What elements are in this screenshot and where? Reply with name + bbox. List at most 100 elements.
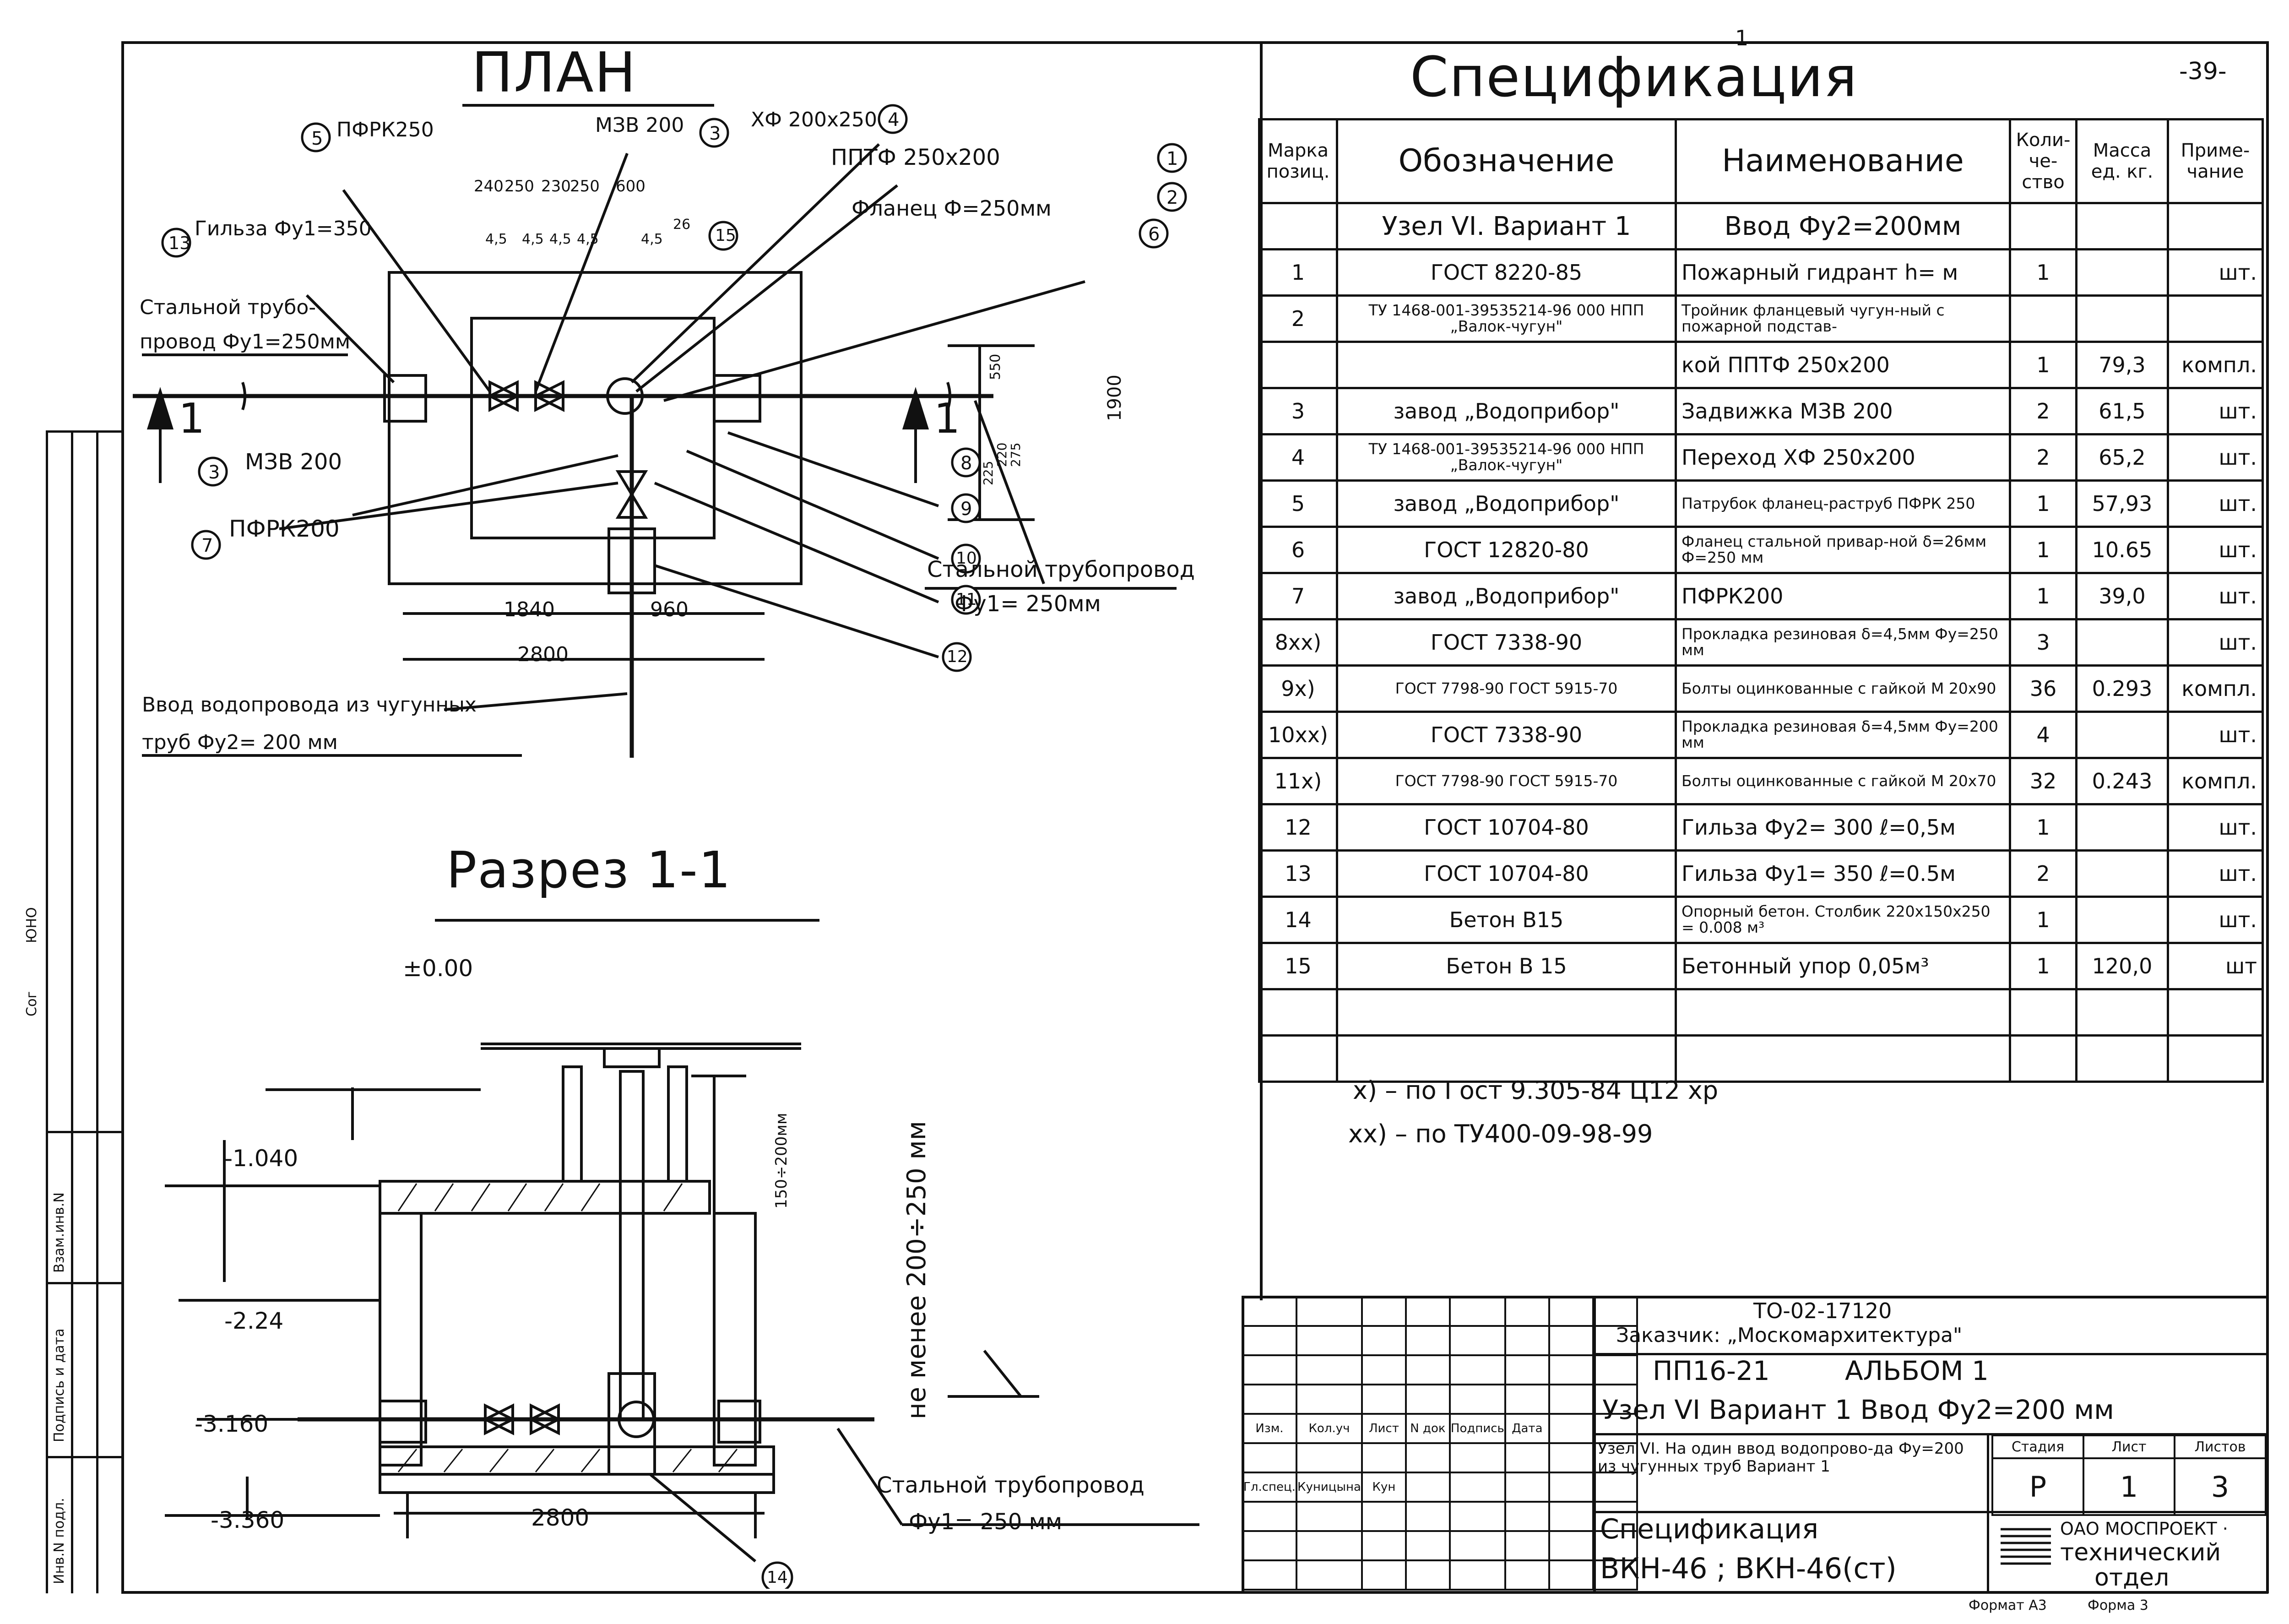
spec-pos: 4 <box>1258 433 1338 482</box>
spec-name: Бетонный упор 0,05м³ <box>1675 942 2011 990</box>
org-line-1: ОАО МОСПРОЕКТ · <box>2060 1519 2228 1539</box>
side-stamp-vzam: Взам.инв.N <box>51 1192 67 1273</box>
revision-cell <box>1448 1530 1506 1561</box>
revision-cell <box>1361 1530 1407 1561</box>
revision-cell <box>1242 1442 1297 1473</box>
pos4-label: ХФ 200х250 <box>751 108 878 131</box>
revision-cell <box>1592 1325 1638 1356</box>
revision-cell <box>1504 1325 1550 1356</box>
org-line-3: отдел <box>2094 1564 2170 1591</box>
spec-qty: 1 <box>2009 572 2077 620</box>
spec-qty: 1 <box>2009 341 2077 389</box>
side-stamp-inv-podl: Инв.N подл. <box>51 1498 67 1584</box>
dim-275: 275 <box>1008 442 1023 467</box>
spec-note: шт. <box>2167 803 2264 852</box>
spec-note: шт. <box>2167 711 2264 759</box>
revision-cell <box>1592 1501 1638 1532</box>
revision-cell <box>1592 1442 1638 1473</box>
spec-row <box>1258 988 2264 1037</box>
revision-cell <box>1592 1559 1638 1591</box>
spec-qty: 2 <box>2009 433 2077 482</box>
dim-225: 225 <box>981 461 996 485</box>
spec-note <box>2167 294 2264 343</box>
titleblock-row <box>1593 1353 2266 1355</box>
footnote-1: х) – по Гост 9.305-84 Ц12 хр <box>1353 1076 1719 1105</box>
revision-cell <box>1405 1559 1451 1591</box>
revision-cell <box>1242 1354 1297 1385</box>
spec-name: Тройник фланцевый чугун-ный с пожарной п… <box>1675 294 2011 343</box>
pos1-label: ППТФ 250х200 <box>831 145 1000 170</box>
revision-cell <box>1405 1472 1451 1503</box>
spec-designation: завод „Водоприбор" <box>1336 479 1677 528</box>
titleblock-frame-top <box>1242 1296 2267 1298</box>
pos12-num: 12 <box>947 647 968 666</box>
revision-cell <box>1448 1442 1506 1473</box>
section-drawing <box>165 919 1199 1589</box>
revision-cell <box>1361 1384 1407 1415</box>
spec-name: кой ППТФ 250х200 <box>1675 341 2011 389</box>
revision-cell <box>1548 1413 1594 1444</box>
spec-name: Задвижка МЗВ 200 <box>1675 387 2011 435</box>
revision-cell <box>1504 1442 1550 1473</box>
spec-designation: завод „Водоприбор" <box>1336 572 1677 620</box>
revision-cell <box>1448 1325 1506 1356</box>
pos1-num: 1 <box>1166 148 1178 169</box>
revision-cell <box>1548 1325 1594 1356</box>
revision-cell <box>1504 1559 1550 1591</box>
page-number: -39- <box>2179 58 2227 85</box>
spec-pos: 14 <box>1258 896 1338 944</box>
spec-mass <box>2075 711 2169 759</box>
revision-cell <box>1548 1296 1594 1327</box>
spec-mass <box>2075 803 2169 852</box>
dim-1840: 1840 <box>504 598 555 621</box>
revision-cell <box>1296 1384 1363 1415</box>
spec-qty: 32 <box>2009 757 2077 805</box>
revision-cell <box>1405 1384 1451 1415</box>
stage-value: Р <box>1991 1457 2084 1516</box>
spec-mass: 39,0 <box>2075 572 2169 620</box>
spec-designation: ГОСТ 8220-85 <box>1336 248 1677 297</box>
side-stamp-line <box>46 1456 121 1458</box>
spec-designation: ГОСТ 7798-90 ГОСТ 5915-70 <box>1336 757 1677 805</box>
spec-pos <box>1258 341 1338 389</box>
spec-name: ПФРК200 <box>1675 572 2011 620</box>
spec-pos: 12 <box>1258 803 1338 852</box>
spec-note: компл. <box>2167 341 2264 389</box>
pos3-num-left: 3 <box>208 462 220 483</box>
side-stamp-line <box>96 430 98 1593</box>
revision-cell <box>1296 1354 1363 1385</box>
spec-designation <box>1336 1034 1677 1083</box>
spec-note: шт. <box>2167 387 2264 435</box>
revision-cell <box>1296 1559 1363 1591</box>
section-dim-2800: 2800 <box>531 1505 590 1531</box>
revision-cell <box>1592 1354 1638 1385</box>
section-title: Разрез 1-1 <box>446 841 732 899</box>
dim-small-5: 4,5 <box>641 231 663 247</box>
dim-small-4: 4,5 <box>577 231 599 247</box>
level-3160: -3.160 <box>195 1411 269 1437</box>
revision-cell <box>1242 1296 1297 1327</box>
spec-note: шт. <box>2167 479 2264 528</box>
pos10-num: 10 <box>956 549 977 568</box>
spec-designation: Бетон В 15 <box>1336 942 1677 990</box>
revision-cell <box>1548 1354 1594 1385</box>
spec-designation: ГОСТ 7338-90 <box>1336 618 1677 667</box>
revision-cell <box>1448 1296 1506 1327</box>
sheet-label: Лист <box>2083 1434 2175 1459</box>
spec-pos: 9x) <box>1258 664 1338 713</box>
dim-small-1: 4,5 <box>485 231 507 247</box>
spec-qty <box>2009 1034 2077 1083</box>
spec-row <box>1258 1034 2264 1083</box>
spec-designation: Бетон В15 <box>1336 896 1677 944</box>
titleblock-col <box>1987 1433 1989 1593</box>
dim-2800: 2800 <box>517 643 569 666</box>
spec-name <box>1675 1034 2011 1083</box>
spec-pos: 13 <box>1258 849 1338 898</box>
spec-title-block: Спецификация <box>1600 1513 1819 1545</box>
spec-mass <box>2075 618 2169 667</box>
dim-top-5: 600 <box>616 177 645 196</box>
spec-designation: завод „Водоприбор" <box>1336 387 1677 435</box>
